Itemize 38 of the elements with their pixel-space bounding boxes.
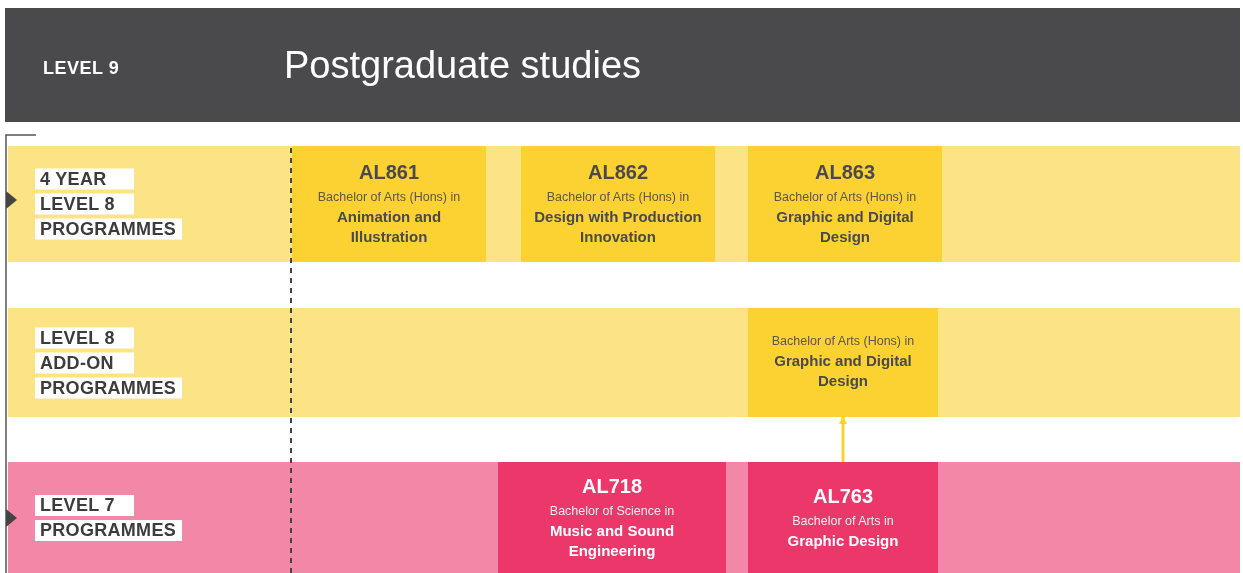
programme-box [748,308,938,417]
degree-type: Bachelor of Arts in [792,513,894,528]
level-band [8,308,1240,417]
level-label: LEVEL 8 [35,327,134,348]
header-title: Postgraduate studies [284,44,641,87]
programme-title: Design with Production Innovation [533,207,703,247]
programme-title: Graphic and Digital Design [773,351,913,391]
course-code: AL863 [815,161,875,184]
programme-title: Animation and Illustration [335,207,443,247]
course-code: AL862 [588,161,648,184]
programme-title: Graphic Design [787,530,899,551]
degree-type: Bachelor of Science in [549,503,675,518]
degree-type: Bachelor of Arts (Hons) in [773,190,917,204]
level-label: 4 YEAR [35,168,134,190]
level-label: LEVEL 9 [43,58,120,79]
programme-box [498,462,726,573]
level-band [8,462,1240,573]
arrow [839,416,847,462]
level-label: LEVEL 7 [35,494,134,516]
course-code: AL763 [813,484,873,508]
programme-title: Music and Sound Engineering [548,520,676,561]
level-header-band [5,8,1240,122]
level-label: PROGRAMMES [35,218,182,240]
programme-box [292,146,486,262]
level-label: PROGRAMMES [35,519,182,541]
level-label: PROGRAMMES [35,377,182,398]
degree-type: Bachelor of Arts (Hons) in [546,190,690,204]
programme-box [748,146,942,262]
degree-type: Bachelor of Arts (Hons) in [317,190,461,204]
level-band [8,146,1240,262]
course-code: AL718 [582,474,642,498]
level-label: LEVEL 8 [35,193,134,215]
course-code: AL861 [359,161,419,184]
level-label: ADD-ON [35,352,134,373]
degree-type: Bachelor of Arts (Hons) in [771,334,915,348]
programme-title: Graphic and Digital Design [775,207,915,247]
programme-box [521,146,715,262]
programme-box [748,462,938,573]
